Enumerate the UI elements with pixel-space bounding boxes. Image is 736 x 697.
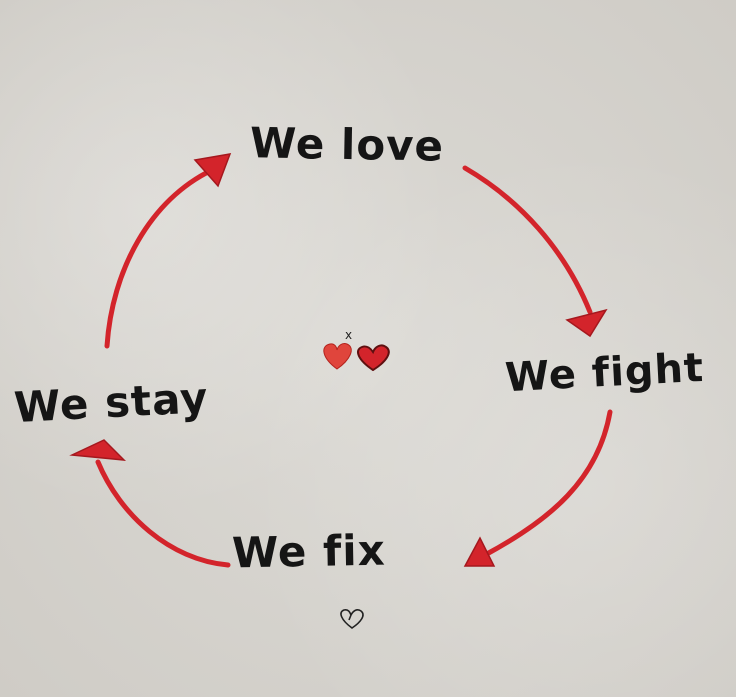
arrowhead-stay <box>69 439 127 461</box>
arrow-stay-to-love <box>104 167 215 349</box>
arrowhead-fix <box>463 536 496 567</box>
heart-outline-icon <box>340 608 364 629</box>
arrow-fix-to-stay <box>95 459 231 568</box>
node-we-fix: We fix <box>231 525 387 578</box>
arrowhead-love <box>193 153 232 188</box>
arrowhead-fight <box>565 308 608 338</box>
node-we-love: We love <box>249 118 445 171</box>
arrow-love-to-fight <box>462 165 593 315</box>
heart-icon-left <box>323 343 352 370</box>
center-x-mark: x <box>345 328 352 342</box>
heart-icon-right <box>357 344 390 372</box>
node-we-stay: We stay <box>12 372 210 433</box>
arrow-fight-to-fix <box>482 409 613 558</box>
